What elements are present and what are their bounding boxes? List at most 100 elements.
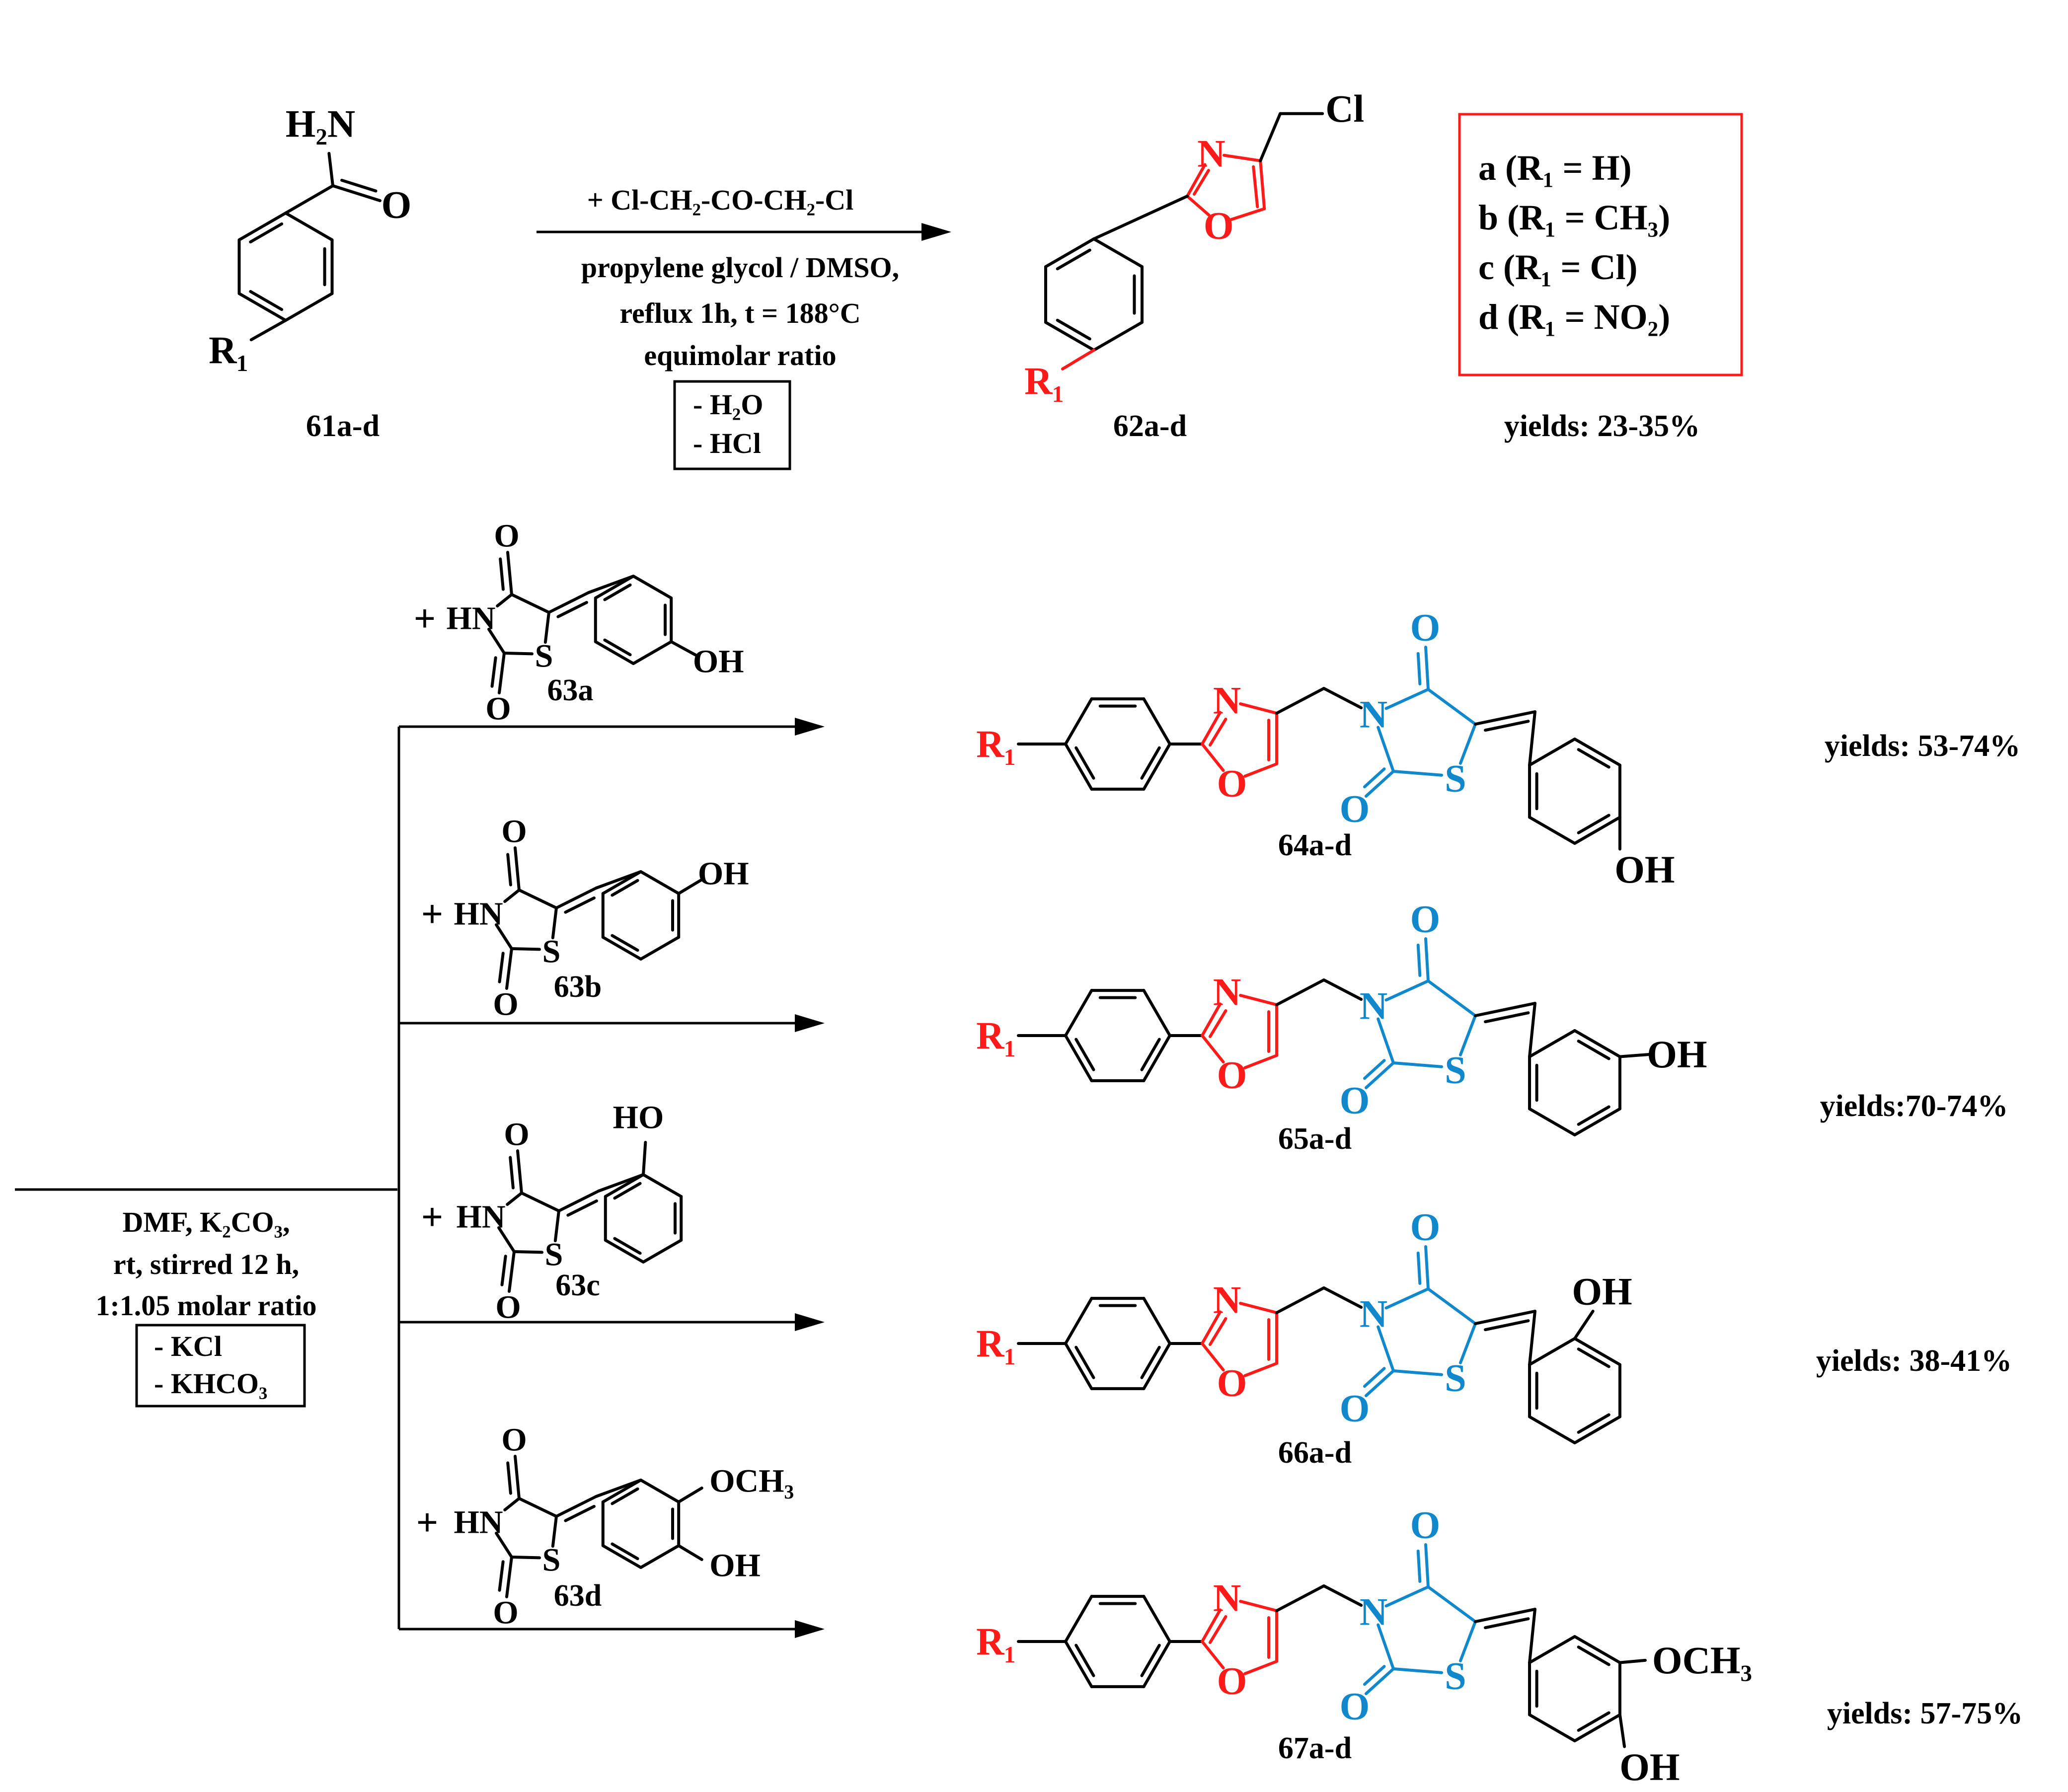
bond <box>1384 979 1430 1002</box>
carbonyl-bond <box>1363 1059 1386 1080</box>
carbonyl-bond <box>508 1250 516 1293</box>
exocyclic-double-bond <box>566 1199 598 1217</box>
carbonyl-oxygen-atom: O <box>493 1595 518 1631</box>
compound-61-label: 61a-d <box>306 409 380 443</box>
ring-bond <box>1528 1415 1576 1444</box>
bond <box>1618 1713 1626 1748</box>
exocyclic-double-bond <box>564 896 596 914</box>
sulfur-atom: S <box>535 638 553 674</box>
oxazole-nitrogen-atom: N <box>1213 971 1241 1014</box>
bond <box>1458 1620 1477 1662</box>
ring-bond <box>1573 1635 1621 1664</box>
ring-bond <box>1064 1640 1093 1688</box>
bond <box>1209 1009 1227 1038</box>
bond <box>1528 1002 1536 1058</box>
ring-bond <box>1140 1038 1161 1071</box>
bond <box>1061 349 1095 371</box>
r1-substituent: R₁ <box>976 1014 1016 1057</box>
bond <box>595 1479 642 1498</box>
ring-bond <box>249 290 284 311</box>
hydroxyl-group: OH <box>1572 1270 1632 1313</box>
carbonyl-bond <box>1365 1369 1395 1397</box>
step2-arrow-67 <box>399 1620 825 1638</box>
option-c: c (R₁ = Cl) <box>1478 247 1638 287</box>
compound-65-label: 65a-d <box>1278 1122 1352 1156</box>
carbonyl-bond <box>506 1461 512 1495</box>
carbonyl-bond <box>499 557 505 591</box>
oxazole-nitrogen-atom: N <box>1213 679 1241 722</box>
step2-byproduct-khco3: - KHCO₃ <box>154 1367 267 1400</box>
ring-bond <box>1044 321 1095 352</box>
bond <box>1186 163 1207 198</box>
bond <box>551 906 558 940</box>
carbonyl-oxygen-atom: O <box>1410 1205 1441 1249</box>
bond <box>1275 687 1325 715</box>
hydroxyl-group: HO <box>613 1100 664 1136</box>
bond <box>1384 688 1430 710</box>
option-d: d (R₁ = NO₂) <box>1478 297 1670 337</box>
ring-bond <box>1528 1029 1576 1058</box>
ring-bond <box>642 1173 683 1198</box>
exocyclic-double-bond <box>564 1504 596 1522</box>
bond <box>497 1226 516 1253</box>
bond <box>495 1531 513 1559</box>
bond <box>1209 1615 1227 1644</box>
compound-63a-label: 63a <box>547 673 594 707</box>
bond <box>1239 1600 1278 1612</box>
ring-bond <box>604 1239 645 1264</box>
ring-bond <box>613 1182 642 1200</box>
ring-bond <box>1528 816 1576 845</box>
ring-bond <box>1577 1711 1610 1732</box>
tzd-nitrogen-atom: N <box>1360 693 1387 736</box>
bond <box>510 593 550 614</box>
ring-bond <box>1074 1345 1095 1379</box>
ring-bond <box>1573 1415 1621 1444</box>
ring-bond <box>1056 248 1091 271</box>
bond <box>1322 687 1363 710</box>
bond <box>1573 1309 1595 1340</box>
oxazole-oxygen-atom: O <box>1217 1053 1247 1097</box>
bond <box>1243 1054 1278 1069</box>
exocyclic-double-bond <box>557 1190 600 1212</box>
ring-bond <box>601 936 642 961</box>
step2-arrow-64 <box>399 718 825 736</box>
ring-bond <box>1142 743 1171 791</box>
bond <box>1275 1286 1325 1314</box>
methoxy-group: OCH₃ <box>709 1463 794 1499</box>
option-a: a (R₁ = H) <box>1478 148 1632 188</box>
carbonyl-oxygen-atom: O <box>1340 1079 1370 1122</box>
carbonyl-oxygen-atom: O <box>1410 1503 1441 1547</box>
nh-group: HN <box>454 1504 503 1541</box>
step1-byproduct-water: - H₂O <box>693 388 763 421</box>
ring-bond <box>284 292 334 322</box>
exocyclic-double-bond <box>1484 1617 1530 1630</box>
tzd-sulfur-atom: S <box>1445 1356 1466 1400</box>
carbonyl-bond <box>1365 1061 1395 1089</box>
oxazole-oxygen-atom: O <box>1217 1361 1247 1405</box>
sulfur-atom: S <box>542 1542 561 1578</box>
bond <box>1384 1585 1430 1608</box>
ring-bond <box>611 1542 639 1561</box>
double-bond <box>340 178 378 193</box>
ring-bond <box>1528 1713 1576 1742</box>
bond <box>1201 1034 1225 1064</box>
carbonyl-bond <box>509 1156 515 1190</box>
ring-bond <box>1573 1029 1621 1058</box>
carbonyl-bond <box>1424 1543 1430 1588</box>
exocyclic-double-bond <box>1474 1608 1536 1623</box>
bond <box>597 1173 645 1193</box>
amide-nh2-group: H₂N <box>286 102 355 146</box>
step2-byproduct-kcl: - KCl <box>154 1330 222 1362</box>
hydroxyl-group: OH <box>698 856 749 892</box>
step2-arrow-65 <box>399 1014 825 1032</box>
compound-63b-label: 63b <box>554 970 602 1004</box>
bond <box>518 1497 558 1518</box>
ring-bond <box>639 936 681 961</box>
bond <box>1201 1310 1222 1345</box>
hydroxyl-group: OH <box>709 1548 761 1584</box>
bond <box>1092 195 1189 240</box>
ring-bond <box>1074 746 1095 780</box>
bond <box>1618 1052 1651 1058</box>
